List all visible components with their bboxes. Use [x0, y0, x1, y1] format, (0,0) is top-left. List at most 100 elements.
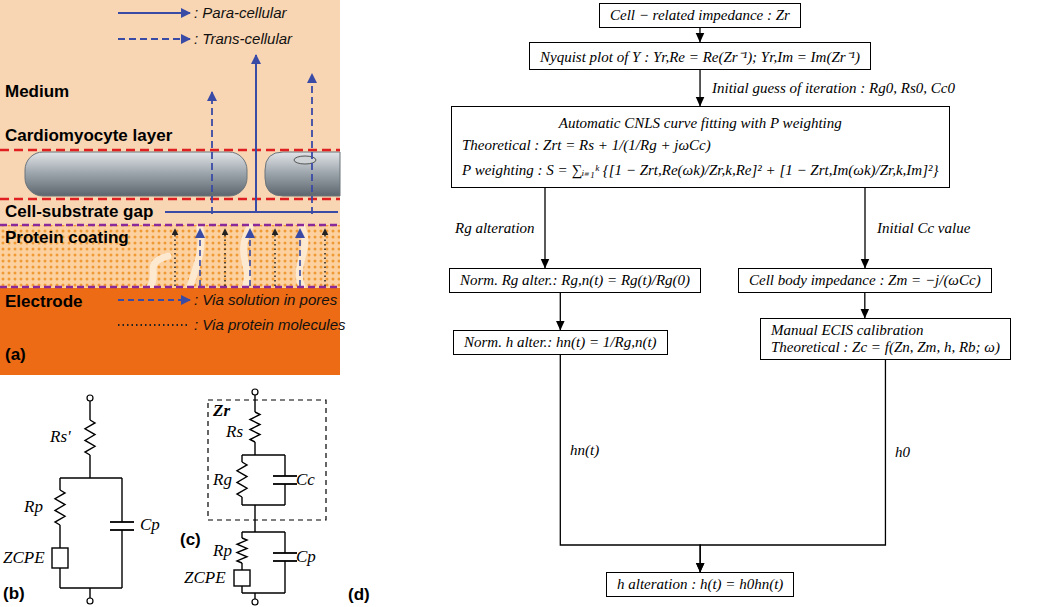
wire [241, 532, 242, 538]
panel-label: (a) [5, 345, 26, 365]
legend-item: : Via solution in pores [116, 291, 337, 308]
box-text: P weighting : S = ∑ᵢ₌₁ᵏ {[1 − Zrt,Re(ωk)… [462, 159, 939, 179]
box-text: Automatic CNLS curve fitting with P weig… [462, 115, 939, 132]
panel-label: (d) [348, 585, 370, 605]
terminal [252, 599, 258, 605]
component-label: Rs [226, 422, 243, 442]
component-label: Cp [296, 547, 316, 567]
wire [254, 593, 255, 599]
process-box: Cell body impedance : Zm = −j/(ωCc) [738, 268, 992, 293]
wire [242, 531, 285, 532]
cardiomyocyte-cell [25, 152, 247, 196]
trans-cellular-arrow [212, 74, 312, 214]
wire [89, 401, 90, 420]
pore-path-arrow [200, 229, 300, 286]
legend-line [118, 12, 190, 14]
edge-label: h0 [893, 444, 912, 461]
region-label: Medium [5, 82, 69, 102]
resistor-symbol [237, 538, 247, 563]
wire [60, 477, 122, 478]
wire [284, 484, 285, 505]
cardiomyocyte-cell [265, 152, 340, 196]
terminal [252, 389, 258, 395]
process-box: Manual ECIS calibrationTheoretical : Zc … [760, 318, 1011, 360]
edge-label: Initial guess of iteration : Rg0, Rs0, C… [710, 80, 957, 97]
process-box: h alteration : h(t) = h0hn(t) [606, 572, 794, 597]
protein-coating-band [0, 225, 340, 288]
legend-item: : Trans-cellular [116, 30, 292, 47]
flow-arrow [700, 360, 885, 572]
component-label: Cc [296, 470, 315, 490]
region-label: Electrode [5, 292, 82, 312]
flow-arrow [560, 355, 700, 572]
panel-label: (c) [180, 530, 201, 550]
legend-text: : Trans-cellular [194, 30, 292, 47]
box-text: Norm. Rg alter.: Rg,n(t) = Rg(t)/Rg(0) [460, 272, 690, 289]
capacitor-symbol [110, 521, 134, 523]
box-text: Theoretical : Zc = f(Zn, Zm, h, Rb; ω) [771, 339, 1000, 356]
box-text: Cell − related impedance : Zr [610, 7, 790, 24]
resistor-symbol [55, 490, 65, 525]
flow-arrow [560, 293, 561, 330]
terminal [87, 598, 93, 604]
wire [242, 592, 285, 593]
resistor-symbol [250, 412, 260, 442]
component-label: Cp [140, 515, 160, 535]
component-label: Rp [24, 497, 43, 517]
wire [59, 478, 60, 490]
region-label: Cell-substrate gap [5, 202, 153, 222]
edge-label: Initial Cc value [875, 220, 972, 237]
component-label: Rp [213, 541, 232, 561]
process-box: Norm. h alter.: hn(t) = 1/Rg,n(t) [453, 330, 668, 355]
wire [60, 587, 122, 588]
flow-arrow [699, 70, 700, 106]
box-text: Cell body impedance : Zm = −j/(ωCc) [749, 272, 981, 289]
region-label: Protein coating [5, 228, 129, 248]
process-box: Norm. Rg alter.: Rg,n(t) = Rg(t)/Rg(0) [449, 268, 701, 293]
region-label: Cardiomyocyte layer [5, 126, 172, 146]
component-label: ZCPE [184, 568, 226, 588]
flow-arrow [864, 293, 865, 318]
wire [242, 504, 285, 505]
legend-item: : Via protein molecules [116, 316, 345, 333]
component-label: Rs' [50, 427, 71, 447]
legend-line [118, 38, 190, 40]
component-label: Rg [213, 470, 232, 490]
component-label: Zr [213, 401, 230, 421]
component-label: ZCPE [3, 548, 45, 568]
protein-molecules [0, 225, 340, 288]
cpe-symbol [234, 570, 250, 586]
box-text: Manual ECIS calibration [771, 322, 1000, 339]
legend-sample [116, 317, 194, 333]
solution-pores [150, 227, 305, 287]
legend-item: : Para-cellular [116, 4, 287, 21]
box-text: Theoretical : Zrt = Rs + 1/(1/Rg + jωCc) [462, 137, 939, 154]
wire [241, 455, 242, 462]
wire [241, 563, 242, 570]
wire [254, 505, 255, 532]
wire [284, 455, 285, 476]
legend-line [118, 299, 190, 301]
box-text: h alteration : h(t) = h0hn(t) [617, 576, 783, 593]
resistor-symbol [237, 462, 247, 497]
cpe-symbol [52, 548, 68, 568]
legend-sample [116, 31, 194, 47]
medium-region [0, 0, 340, 225]
equivalent-circuits [52, 389, 297, 605]
terminal [87, 395, 93, 401]
flow-arrow [864, 188, 865, 268]
wire [241, 497, 242, 505]
legend-sample [116, 292, 194, 308]
wire [121, 478, 122, 522]
wire [242, 454, 285, 455]
wire [59, 568, 60, 588]
resistor-symbol [85, 420, 95, 455]
legend-line [118, 324, 190, 326]
process-box: Automatic CNLS curve fitting with P weig… [451, 106, 950, 188]
wire [59, 525, 60, 548]
legend-text: : Via solution in pores [194, 291, 337, 308]
box-text: Nyquist plot of Y : Yr,Re = Re(Zr⁻¹); Yr… [540, 46, 860, 66]
flow-arrow [544, 188, 545, 268]
legend-text: : Para-cellular [194, 4, 287, 21]
flow-arrow [699, 28, 700, 42]
